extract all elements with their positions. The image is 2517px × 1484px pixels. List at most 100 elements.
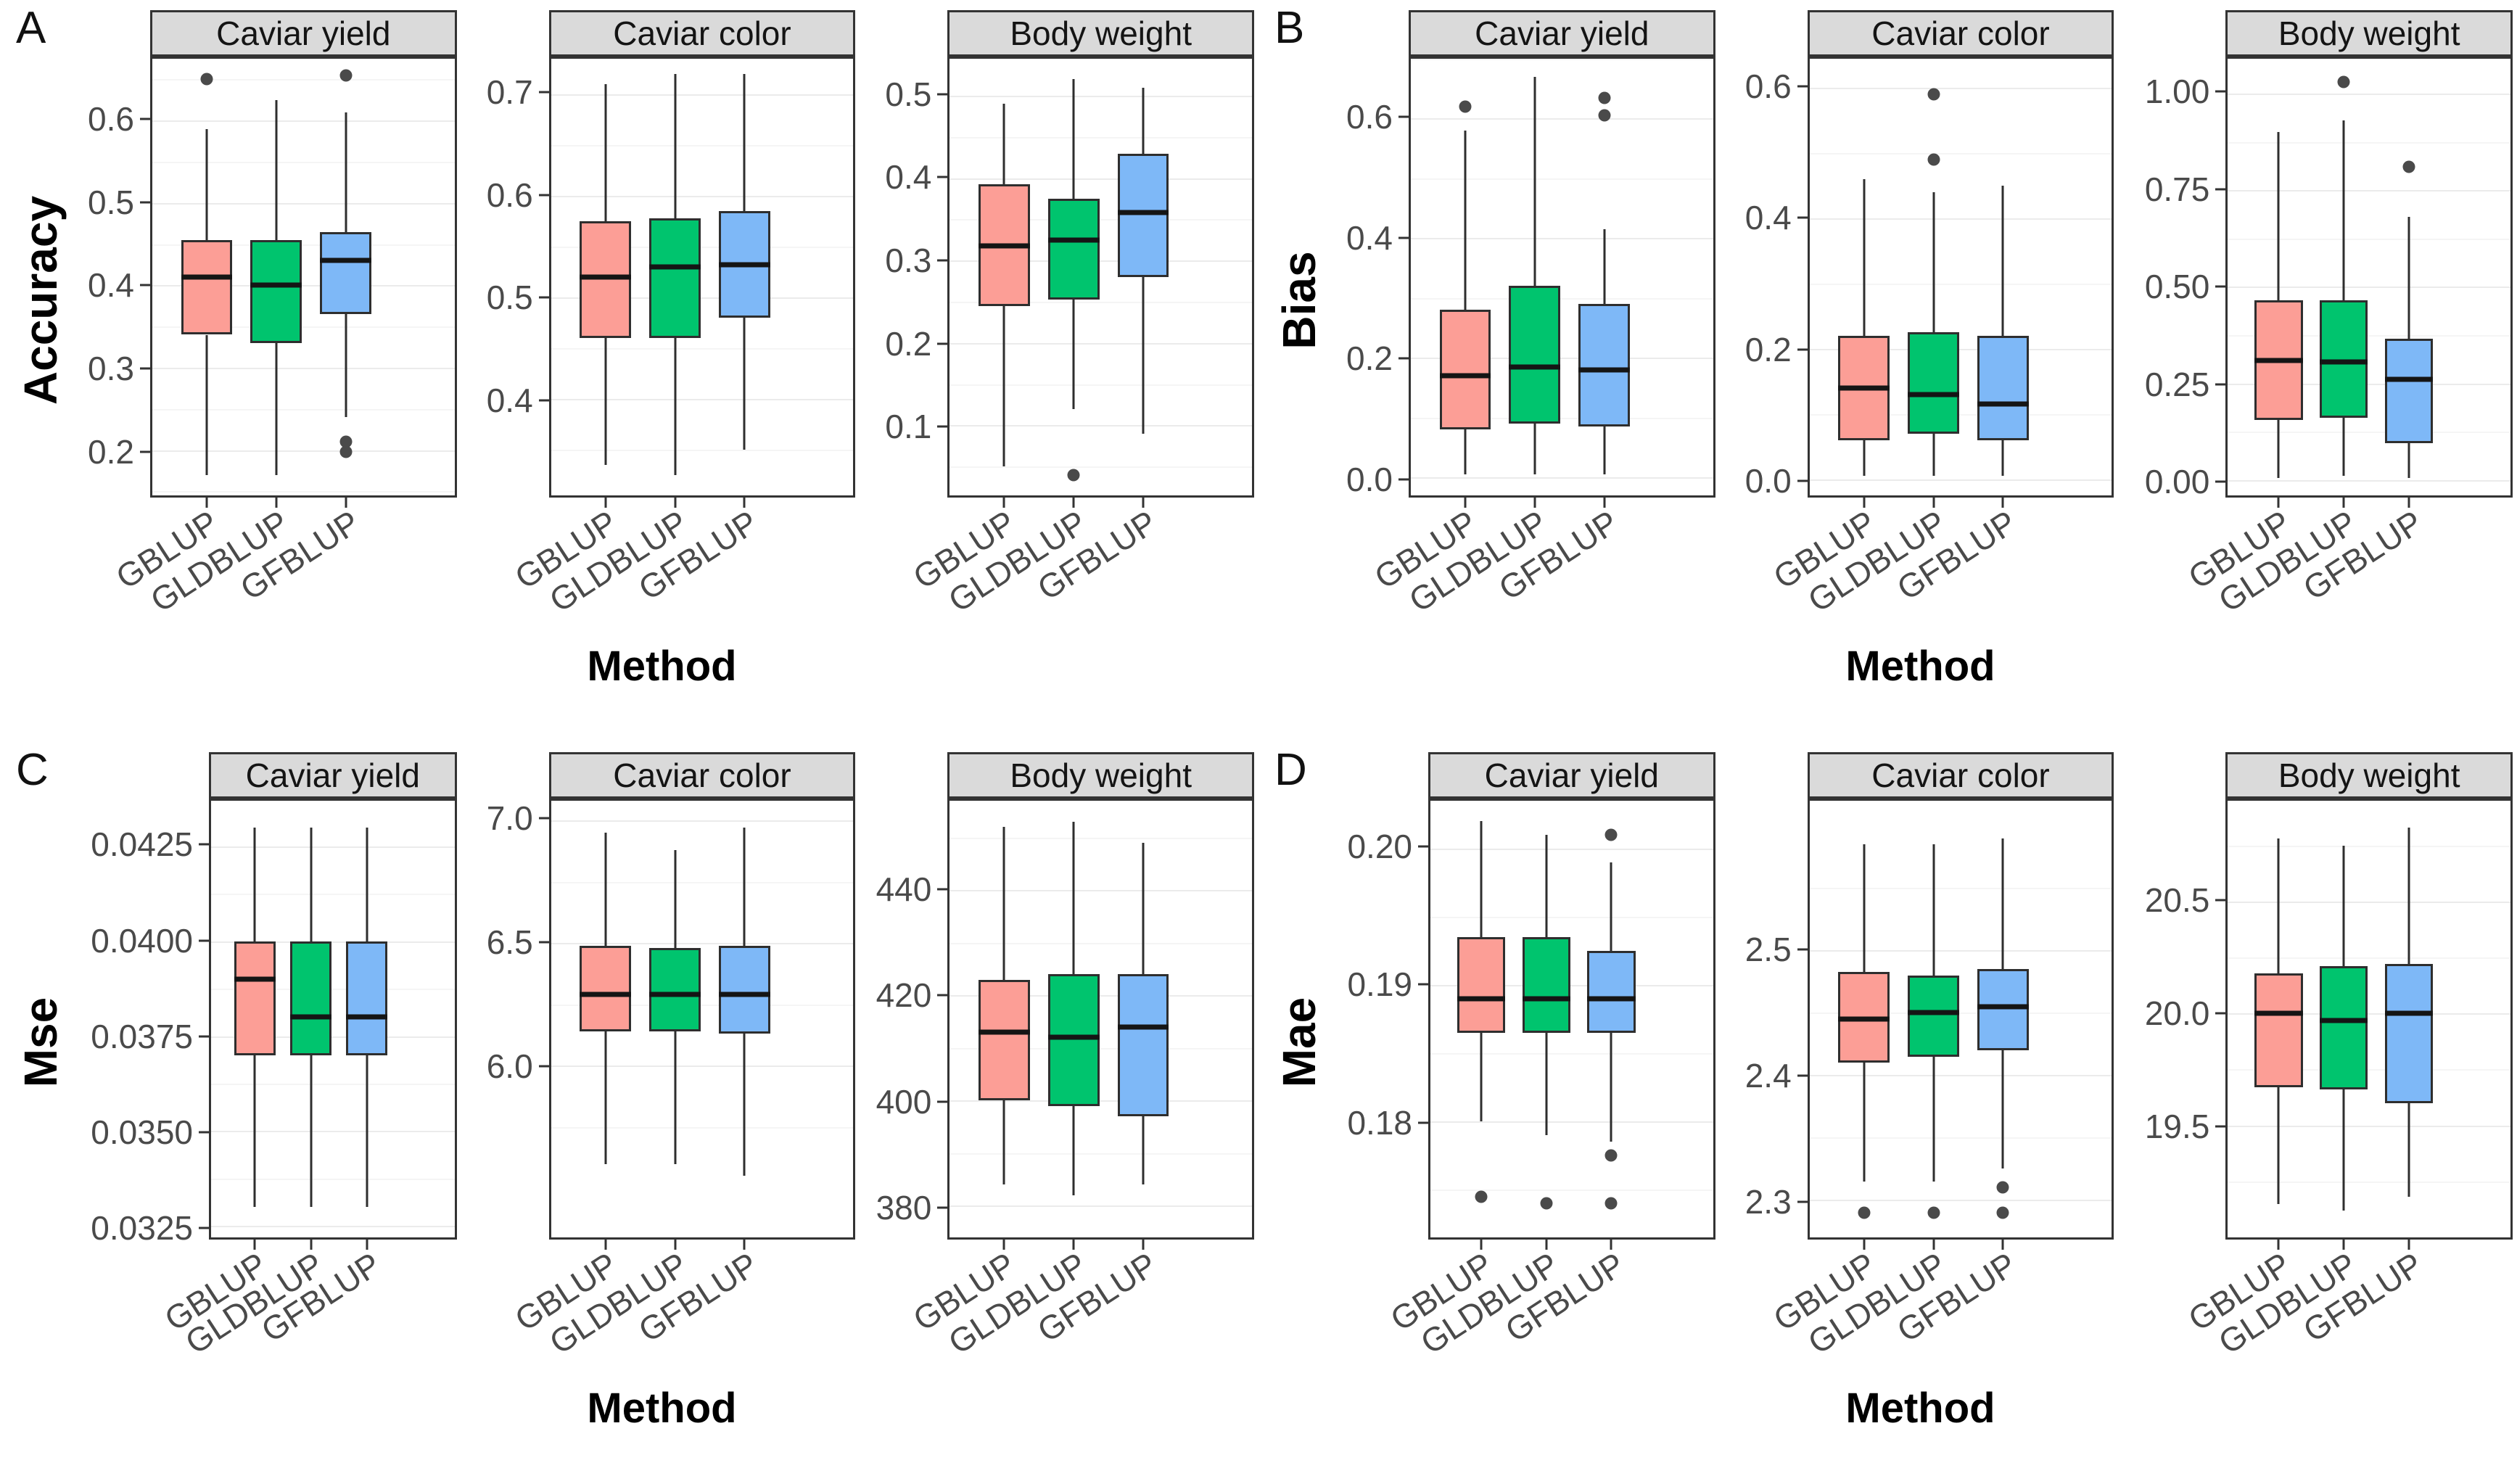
y-tick-label: 0.2 xyxy=(88,432,134,471)
gridline-major xyxy=(152,367,455,369)
median-line-gblup xyxy=(181,274,233,280)
whisker-upper-gblup xyxy=(1863,179,1866,336)
whisker-lower-gldblup xyxy=(674,337,676,475)
y-tick-label: 0.4 xyxy=(1346,218,1393,257)
y-tick-label: 0.5 xyxy=(88,183,134,221)
y-tick-label: 1.00 xyxy=(2144,73,2210,111)
gridline-minor xyxy=(1809,413,2112,416)
whisker-lower-gldblup xyxy=(1932,433,1935,477)
y-tick-mark xyxy=(1797,85,1808,88)
y-tick-label: 0.20 xyxy=(1347,828,1412,866)
gridline-major xyxy=(1411,358,1713,360)
whisker-upper-gldblup xyxy=(2342,845,2345,967)
y-tick-mark xyxy=(1398,478,1409,481)
y-tick-mark xyxy=(1418,1121,1428,1124)
gridline-minor xyxy=(551,347,854,350)
gridline-minor xyxy=(551,1126,854,1129)
gridline-minor xyxy=(1411,297,1713,300)
x-tick-mark xyxy=(743,498,746,508)
gridline-major xyxy=(1430,848,1713,850)
gridline-major xyxy=(551,94,854,96)
gridline-major xyxy=(949,260,1253,263)
y-tick-mark xyxy=(1797,1200,1808,1203)
whisker-lower-gfblup xyxy=(2407,443,2410,479)
gridline-major xyxy=(949,96,1253,98)
box-gblup xyxy=(580,945,632,1031)
gridline-minor xyxy=(152,491,455,493)
box-gfblup xyxy=(1578,304,1631,427)
y-tick-mark xyxy=(2215,480,2226,483)
median-line-gldblup xyxy=(1509,364,1561,370)
whisker-upper-gldblup xyxy=(1932,192,1935,333)
box-gfblup xyxy=(2384,339,2433,444)
median-line-gblup xyxy=(1838,1016,1890,1022)
outlier-point-gldblup xyxy=(1067,469,1080,482)
x-tick-mark xyxy=(2342,498,2345,508)
x-tick-mark xyxy=(2277,1240,2280,1250)
median-line-gfblup xyxy=(1977,1004,2029,1010)
gridline-major xyxy=(1809,479,2112,481)
y-axis-title-accuracy: Accuracy xyxy=(15,195,67,405)
x-tick-mark xyxy=(1863,1240,1866,1250)
y-tick-mark xyxy=(538,1065,549,1068)
median-line-gfblup xyxy=(718,992,770,997)
facet-header: Caviar yield xyxy=(1328,10,1715,57)
y-tick-label: 380 xyxy=(876,1189,932,1227)
facet-strip-label: Caviar yield xyxy=(209,752,457,799)
panel-letter-D: D xyxy=(1274,745,1307,795)
y-tick-mark xyxy=(1797,948,1808,951)
y-tick-label: 0.0325 xyxy=(91,1209,193,1248)
whisker-lower-gfblup xyxy=(2001,1050,2004,1169)
outlier-point-gfblup xyxy=(1604,828,1618,841)
y-tick-mark xyxy=(937,888,948,891)
x-tick-mark xyxy=(345,498,347,508)
whisker-lower-gfblup xyxy=(366,1055,368,1208)
y-tick-label: 0.00 xyxy=(2144,463,2210,501)
y-tick-label: 0.5 xyxy=(885,75,932,113)
y-tick-label: 0.7 xyxy=(486,73,533,112)
y-tick-label: 0.0 xyxy=(1346,461,1393,498)
x-tick-mark xyxy=(1533,498,1536,508)
gridline-minor xyxy=(2228,432,2511,434)
gridline-major xyxy=(1411,238,1713,240)
gridline-minor xyxy=(2228,1181,2511,1183)
median-line-gblup xyxy=(1838,385,1890,391)
median-line-gldblup xyxy=(1908,1010,1959,1015)
y-tick-mark xyxy=(199,1035,209,1038)
x-tick-mark xyxy=(1603,498,1606,508)
axis-gutter-spacer xyxy=(70,10,150,57)
gridline-minor xyxy=(2228,334,2511,337)
whisker-upper-gldblup xyxy=(1545,835,1548,938)
median-line-gblup xyxy=(234,976,276,982)
gridline-minor xyxy=(949,302,1253,304)
whisker-lower-gldblup xyxy=(1545,1032,1548,1135)
facet-header: Caviar color xyxy=(1727,10,2114,57)
y-tick-mark xyxy=(199,1131,209,1134)
x-tick-mark xyxy=(205,498,208,508)
y-tick-label: 0.50 xyxy=(2144,268,2210,306)
x-tick-mark xyxy=(253,1240,256,1250)
x-tick-mark xyxy=(1932,498,1935,508)
facet-header: Caviar yield xyxy=(70,752,457,799)
x-tick-mark xyxy=(2001,498,2004,508)
y-tick-mark xyxy=(937,93,948,96)
x-tick-mark xyxy=(1072,498,1075,508)
box-gldblup xyxy=(1522,937,1570,1033)
y-tick-mark xyxy=(2215,188,2226,191)
x-tick-mark xyxy=(2342,1240,2345,1250)
y-tick-mark xyxy=(1398,115,1409,118)
whisker-upper-gblup xyxy=(2277,838,2280,973)
whisker-lower-gldblup xyxy=(275,342,278,475)
x-tick-mark xyxy=(1002,1240,1005,1250)
